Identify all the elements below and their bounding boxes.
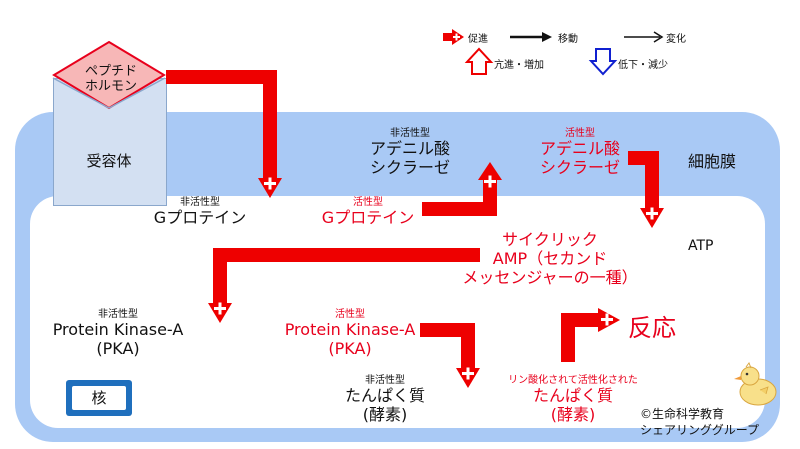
hormone-line2: ホルモン	[84, 79, 137, 94]
reaction-label: 反応	[628, 314, 676, 342]
g-inactive-name: Gプロテイン	[153, 208, 247, 227]
protein-active: リン酸化されて活性化された たんぱく質 (酵素)	[493, 371, 653, 424]
ac-inactive: 非活性型 アデニル酸 シクラーゼ	[350, 124, 470, 177]
hormone-label: ペプチド ホルモン	[66, 64, 156, 94]
legend-move: 移動	[558, 34, 578, 45]
protein-inactive: 非活性型 たんぱく質 (酵素)	[330, 371, 440, 424]
pka-inactive: 非活性型 Protein Kinase-A (PKA)	[38, 305, 198, 358]
camp-line1: サイクリック	[502, 230, 598, 249]
legend-promote: 促進	[468, 34, 488, 45]
protein-inactive-line2: (酵素)	[362, 405, 408, 424]
g-active-name: Gプロテイン	[321, 208, 415, 227]
arrow-gprotein-to-ac	[422, 162, 502, 216]
arrow-protein-to-reaction	[561, 308, 620, 362]
ac-active: 活性型 アデニル酸 シクラーゼ	[520, 124, 640, 177]
legend-change-symbol	[624, 31, 664, 43]
camp-label: サイクリック AMP（セカンド メッセンジャーの一種）	[440, 230, 660, 287]
arrow-hormone-to-gprotein	[166, 70, 282, 198]
ac-active-tag: 活性型	[565, 128, 595, 139]
pka-inactive-tag: 非活性型	[98, 309, 138, 320]
cytoplasm	[30, 196, 765, 428]
camp-line3: メッセンジャーの一種）	[462, 268, 638, 287]
receptor-label: 受容体	[86, 152, 132, 170]
protein-active-line2: (酵素)	[550, 405, 596, 424]
nucleus-label: 核	[72, 386, 126, 410]
arrow-camp-to-pka	[208, 248, 480, 323]
chick-mascot-icon	[734, 361, 777, 406]
protein-inactive-line1: たんぱく質	[344, 386, 425, 405]
copyright-line2: シェアリンググループ	[640, 423, 760, 437]
pka-active-line2: (PKA)	[328, 339, 372, 358]
camp-line2: AMP（セカンド	[492, 249, 608, 268]
legend-enhance: 亢進・増加	[494, 60, 544, 71]
hormone-line1: ペプチド	[84, 64, 137, 79]
arrow-ac-to-atp	[628, 151, 664, 228]
protein-active-tag: リン酸化されて活性化された	[508, 375, 638, 386]
ac-active-line1: アデニル酸	[539, 139, 620, 158]
pka-inactive-line2: (PKA)	[96, 339, 140, 358]
ac-inactive-line2: シクラーゼ	[369, 158, 450, 177]
legend-promote-symbol	[443, 29, 464, 45]
arrow-pka-to-protein	[420, 323, 480, 388]
protein-inactive-tag: 非活性型	[365, 375, 405, 386]
legend-change: 変化	[666, 34, 686, 45]
pka-active: 活性型 Protein Kinase-A (PKA)	[270, 305, 430, 358]
g-protein-inactive: 非活性型 Gプロテイン	[140, 193, 260, 227]
legend-enhance-symbol	[464, 47, 494, 75]
copyright: ©生命科学教育 シェアリンググループ	[640, 406, 759, 438]
legend-move-symbol	[510, 32, 552, 42]
pka-active-line1: Protein Kinase-A	[284, 320, 416, 339]
protein-active-line1: たんぱく質	[532, 386, 613, 405]
membrane-label: 細胞膜	[688, 152, 737, 171]
pka-inactive-line1: Protein Kinase-A	[52, 320, 184, 339]
legend-reduce-symbol	[588, 48, 618, 76]
g-protein-active: 活性型 Gプロテイン	[308, 193, 428, 227]
pka-active-tag: 活性型	[335, 309, 365, 320]
ac-inactive-line1: アデニル酸	[369, 139, 450, 158]
ac-inactive-tag: 非活性型	[390, 128, 430, 139]
g-inactive-tag: 非活性型	[180, 197, 220, 208]
g-active-tag: 活性型	[353, 197, 383, 208]
legend-reduce: 低下・減少	[618, 60, 668, 71]
copyright-line1: ©生命科学教育	[640, 407, 725, 421]
atp-label: ATP	[688, 238, 714, 254]
ac-active-line2: シクラーゼ	[539, 158, 620, 177]
